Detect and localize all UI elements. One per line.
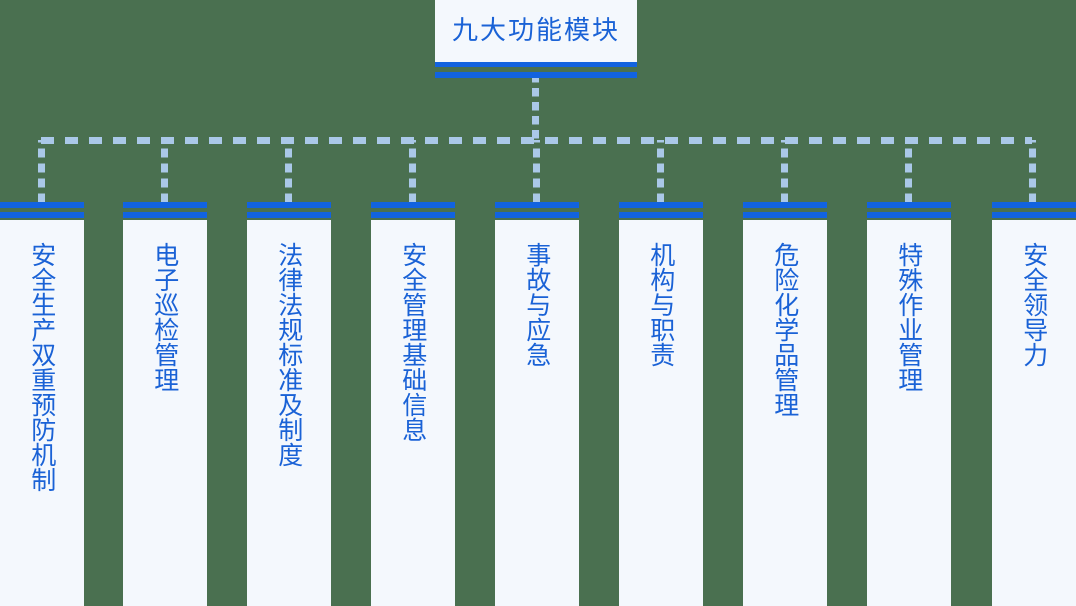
card-accent-bar-upper — [495, 202, 579, 208]
connector-drop-1 — [38, 140, 45, 202]
card-accent-bar-lower — [371, 212, 455, 218]
root-node-box: 九大功能模块 — [435, 0, 637, 62]
connector-drop-8 — [905, 140, 912, 202]
connector-drop-7 — [781, 140, 788, 202]
card-accent-bar-upper — [247, 202, 331, 208]
connector-stem-vertical — [532, 78, 539, 140]
card-body: 电子巡检管理 — [123, 220, 207, 606]
card-body: 事故与应急 — [495, 220, 579, 606]
module-card[interactable]: 安全生产双重预防机制 — [0, 202, 84, 606]
module-card[interactable]: 事故与应急 — [495, 202, 579, 606]
card-accent-bar-lower — [123, 212, 207, 218]
connector-drop-5 — [533, 140, 540, 202]
card-accent-bar-lower — [247, 212, 331, 218]
card-accent-bar-upper — [992, 202, 1076, 208]
card-accent-bar-lower — [495, 212, 579, 218]
card-body: 特殊作业管理 — [867, 220, 951, 606]
module-card[interactable]: 危险化学品管理 — [743, 202, 827, 606]
root-node-label: 九大功能模块 — [451, 16, 620, 46]
module-card[interactable]: 安全领导力 — [992, 202, 1076, 606]
card-accent-bar-upper — [0, 202, 84, 208]
card-accent-bar-lower — [743, 212, 827, 218]
card-accent-bar-upper — [371, 202, 455, 208]
root-node[interactable]: 九大功能模块 — [435, 0, 637, 78]
module-card-label: 安全生产双重预防机制 — [27, 242, 57, 492]
connector-drop-2 — [161, 140, 168, 202]
card-accent-bar-upper — [123, 202, 207, 208]
module-card-label: 事故与应急 — [522, 242, 552, 367]
card-body: 机构与职责 — [619, 220, 703, 606]
module-card-label: 特殊作业管理 — [894, 242, 924, 392]
module-card-label: 危险化学品管理 — [770, 242, 800, 417]
card-accent-bar-upper — [619, 202, 703, 208]
module-card-label: 机构与职责 — [646, 242, 676, 367]
module-card[interactable]: 安全管理基础信息 — [371, 202, 455, 606]
module-card[interactable]: 特殊作业管理 — [867, 202, 951, 606]
connector-drop-3 — [285, 140, 292, 202]
module-card[interactable]: 法律法规标准及制度 — [247, 202, 331, 606]
connector-drop-4 — [409, 140, 416, 202]
module-card-label: 电子巡检管理 — [150, 242, 180, 392]
module-card-label: 安全管理基础信息 — [398, 242, 428, 442]
root-accent-bar-lower — [435, 72, 637, 78]
card-accent-bar-upper — [867, 202, 951, 208]
card-accent-bar-lower — [867, 212, 951, 218]
card-accent-bar-lower — [0, 212, 84, 218]
module-card-label: 安全领导力 — [1019, 242, 1049, 367]
root-accent-bar-upper — [435, 62, 637, 67]
card-body: 危险化学品管理 — [743, 220, 827, 606]
module-card[interactable]: 机构与职责 — [619, 202, 703, 606]
module-card-label: 法律法规标准及制度 — [274, 242, 304, 467]
card-accent-bar-upper — [743, 202, 827, 208]
card-body: 安全生产双重预防机制 — [0, 220, 84, 606]
card-accent-bar-lower — [619, 212, 703, 218]
card-body: 法律法规标准及制度 — [247, 220, 331, 606]
module-card[interactable]: 电子巡检管理 — [123, 202, 207, 606]
card-body: 安全管理基础信息 — [371, 220, 455, 606]
connector-drop-6 — [657, 140, 664, 202]
connector-drop-9 — [1029, 140, 1036, 202]
card-accent-bar-lower — [992, 212, 1076, 218]
card-body: 安全领导力 — [992, 220, 1076, 606]
